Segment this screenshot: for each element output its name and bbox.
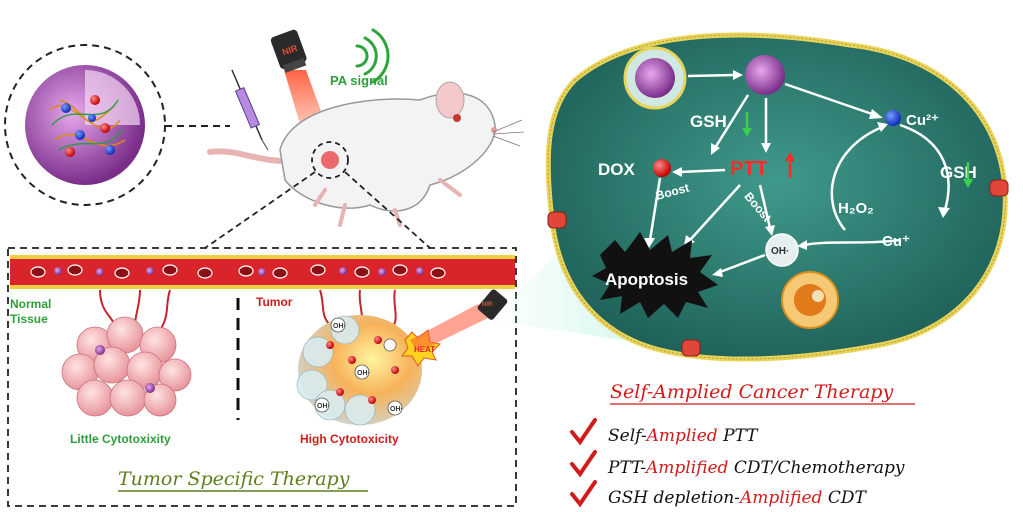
zoom-line-left — [204, 171, 316, 249]
nir-label-bottom: NIR — [482, 302, 493, 308]
nucleus-blob — [781, 271, 839, 329]
zoom-line-right — [344, 171, 431, 249]
dox-particle — [653, 159, 671, 177]
blood-vessel — [10, 255, 515, 289]
little-cytotoxicity-label: Little Cytotoxixity — [70, 432, 171, 446]
normal-tissue-cluster — [61, 289, 192, 417]
dox-label: DOX — [598, 160, 636, 179]
summary-item-3: GSH depletion-Amplified CDT — [608, 488, 867, 508]
check-icon — [570, 450, 597, 478]
cu2-ion — [885, 110, 901, 126]
summary-title: Self-Amplied Cancer Therapy — [610, 381, 893, 403]
nanoparticle-zoom — [4, 44, 166, 206]
oh-radical — [765, 233, 799, 267]
cancer-cell — [545, 32, 1009, 362]
oh-label-cell: OH· — [771, 246, 789, 257]
summary-item-1: Self-Amplied PTT — [608, 426, 759, 446]
tumor-site-marker — [311, 141, 349, 179]
cu1-label: Cu⁺ — [882, 233, 910, 250]
h2o2-label: H₂O₂ — [838, 200, 874, 217]
oh-label-4: OH· — [390, 406, 403, 413]
check-icon — [570, 480, 597, 508]
summary-item-2: PTT-Amplified CDT/Chemotherapy — [607, 458, 905, 478]
normal-tissue-label-2: Tissue — [10, 312, 48, 326]
syringe-icon — [231, 69, 269, 151]
cu2-label: Cu²⁺ — [906, 112, 939, 129]
oh-label-3: OH· — [317, 403, 330, 410]
tumor-label: Tumor — [256, 295, 293, 309]
oh-label-1: OH· — [333, 323, 346, 330]
tumor-therapy-title: Tumor Specific Therapy — [118, 468, 350, 490]
summary-list: Self-Amplied PTT PTT-Amplified CDT/Chemo… — [570, 418, 905, 508]
mouse-illustration — [207, 81, 525, 227]
oh-label-2: OH· — [357, 370, 370, 377]
tumor-cluster — [296, 289, 442, 426]
heat-label: HEAT — [414, 345, 435, 354]
check-icon — [570, 418, 597, 446]
apoptosis-label: Apoptosis — [605, 270, 688, 289]
high-cytotoxicity-label: High Cytotoxicity — [300, 432, 399, 446]
normal-tissue-label-1: Normal — [10, 297, 51, 311]
pa-signal-label: PA signal — [330, 73, 388, 88]
nir-laser-icon-2 — [410, 289, 508, 352]
pathway-arrows — [648, 73, 950, 274]
pa-signal-icon — [355, 28, 390, 84]
gsh-label-left: GSH — [690, 112, 727, 131]
ptt-label: PTT — [730, 158, 768, 180]
apoptosis-burst — [592, 232, 718, 318]
